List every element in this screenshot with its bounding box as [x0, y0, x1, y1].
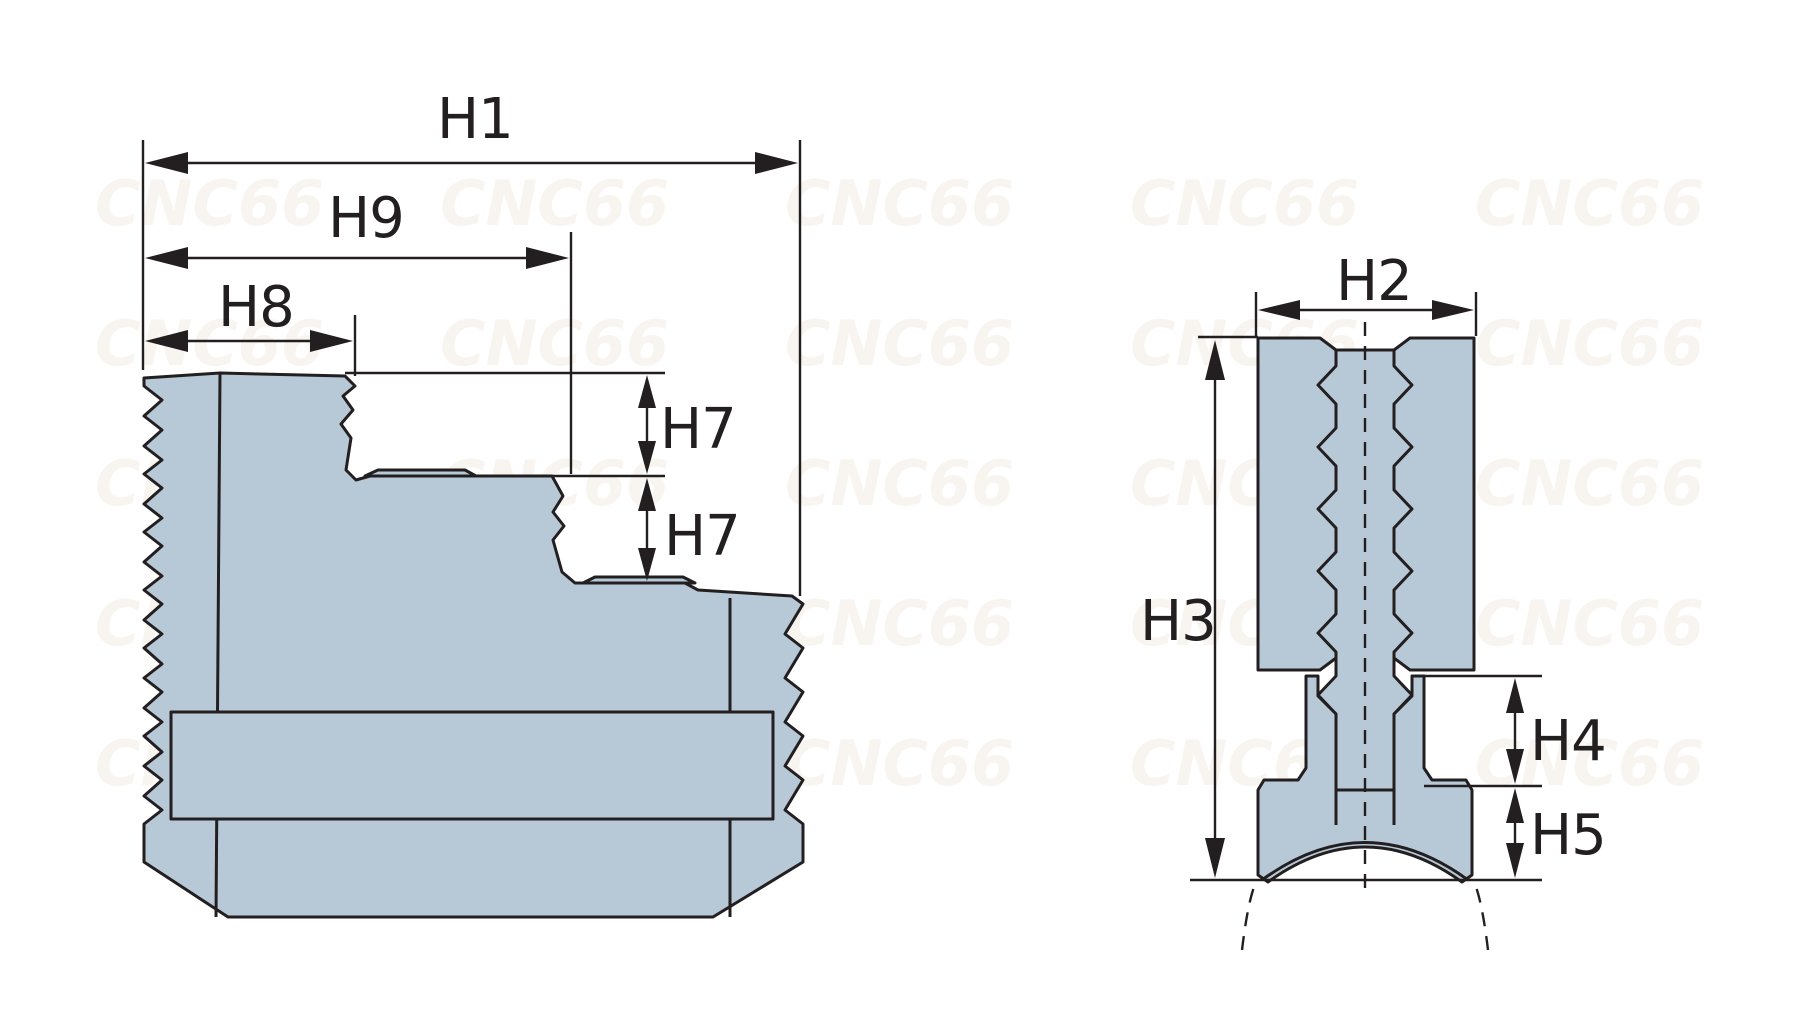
dimension-label-h9: H9: [328, 186, 404, 251]
watermark-text: CNC66: [1475, 587, 1704, 660]
arrowhead: [638, 548, 656, 581]
dimension-label-h7-bottom: H7: [664, 504, 740, 569]
watermark-text: CNC66: [95, 167, 324, 240]
dimension-label-h8: H8: [218, 275, 294, 340]
arrowhead: [145, 247, 188, 269]
arrowhead: [1506, 843, 1524, 878]
dimension-h2: H2: [1258, 249, 1474, 320]
arrowhead: [638, 478, 656, 511]
arrowhead: [638, 375, 656, 408]
jaw-internal-line: [214, 372, 222, 918]
dimension-label-h3: H3: [1140, 589, 1216, 654]
watermark-text: CNC66: [785, 167, 1014, 240]
jaw-base: [1256, 674, 1474, 884]
arrowhead: [310, 330, 353, 352]
step-pad-lower: [581, 575, 697, 585]
chuck-arc-right: [1472, 881, 1490, 951]
arrowhead: [526, 247, 569, 269]
dimension-label-h4: H4: [1530, 709, 1606, 774]
watermark-text: CNC66: [1475, 167, 1704, 240]
dimension-label-h5: H5: [1530, 803, 1606, 868]
arrowhead: [1205, 340, 1225, 380]
dimension-h1: H1: [145, 87, 798, 174]
jaw-side-view: H1 H9 H8 H7 H7: [141, 87, 805, 919]
watermark-text: CNC66: [785, 727, 1014, 800]
jaw-end-view: H2 H3 H4 H5: [1140, 249, 1607, 951]
dimension-h4: H4: [1506, 678, 1607, 784]
dimension-h9: H9: [145, 186, 569, 269]
arrowhead: [755, 152, 798, 174]
dimension-h7-bottom: H7: [638, 478, 741, 581]
arrowhead: [1506, 749, 1524, 784]
arrowhead: [1432, 300, 1474, 320]
dimension-h5: H5: [1506, 788, 1607, 878]
dimension-label-h2: H2: [1336, 249, 1412, 314]
arrowhead: [1258, 300, 1300, 320]
watermark-text: CNC66: [440, 167, 669, 240]
watermark-text: CNC66: [785, 307, 1014, 380]
jaw-bottom-arc: [1261, 841, 1469, 882]
watermark-text: CNC66: [785, 447, 1014, 520]
arrowhead: [1506, 678, 1524, 713]
watermark-text: CNC66: [1475, 447, 1704, 520]
arrowhead: [1205, 838, 1225, 878]
watermark-layer: CNC66 CNC66 CNC66 CNC66 CNC66 CNC66 CNC6…: [95, 167, 1704, 800]
arrowhead: [145, 330, 188, 352]
dimension-h3: H3: [1140, 340, 1225, 878]
step-pad-upper: [363, 468, 478, 478]
arrowhead: [145, 152, 188, 174]
watermark-text: CNC66: [95, 307, 324, 380]
dimension-label-h7-top: H7: [660, 397, 736, 462]
arrowhead: [1506, 788, 1524, 823]
jaw-key-bar: [169, 710, 775, 821]
watermark-text: CNC66: [1475, 307, 1704, 380]
arrowhead: [638, 441, 656, 474]
watermark-text: CNC66: [785, 587, 1014, 660]
dimension-h7-top: H7: [638, 375, 737, 474]
chuck-arc-left: [1240, 881, 1258, 951]
dimension-h8: H8: [145, 275, 353, 352]
watermark-text: CNC66: [440, 307, 669, 380]
dimension-label-h1: H1: [437, 87, 513, 152]
watermark-text: CNC66: [1130, 167, 1359, 240]
